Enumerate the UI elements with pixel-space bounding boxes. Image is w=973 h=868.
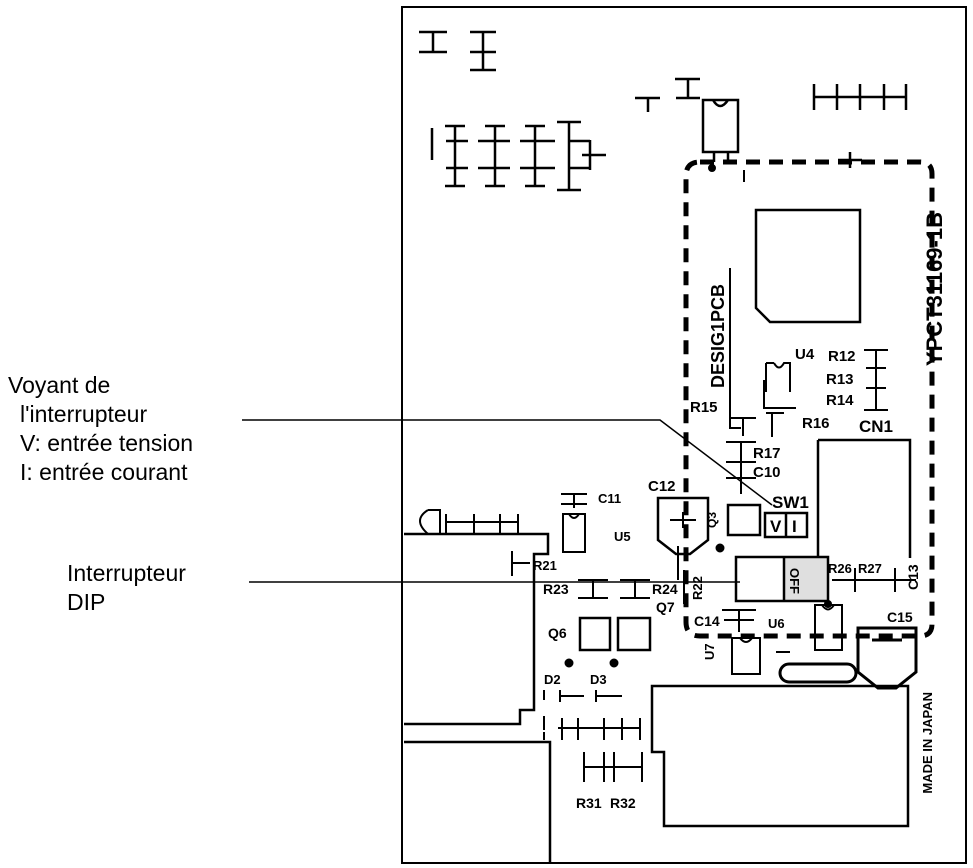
label-c13: C13 — [905, 564, 921, 590]
callout-line-3: V: entrée tension — [20, 430, 194, 456]
label-q7: Q7 — [656, 599, 675, 615]
q6-transistor — [578, 616, 612, 652]
board-outline — [401, 6, 967, 864]
label-u7: U7 — [702, 643, 717, 660]
c12-capacitor — [656, 496, 710, 556]
left-lower-block — [404, 740, 552, 862]
switch-indicator-leader — [242, 419, 773, 506]
made-in-label: MADE IN JAPAN — [920, 692, 935, 794]
label-r13: R13 — [826, 371, 854, 388]
label-u5: U5 — [614, 529, 631, 544]
label-u4: U4 — [795, 346, 815, 363]
label-r17: R17 — [753, 445, 781, 462]
label-r26: R26 — [828, 561, 852, 576]
label-c15: C15 — [887, 609, 913, 625]
label-c14: C14 — [694, 613, 720, 629]
label-r15: R15 — [690, 399, 718, 416]
r23-r24-resistors — [578, 579, 650, 599]
label-c12: C12 — [648, 478, 676, 495]
u4-chip — [765, 362, 791, 392]
label-r16: R16 — [802, 415, 830, 432]
bottom-right-block — [650, 684, 910, 828]
c14-capacitor — [722, 609, 756, 632]
u7-chip — [731, 637, 761, 675]
r15-r16-resistors — [730, 412, 784, 437]
label-q3: Q3 — [705, 512, 719, 528]
crystal-oscillator — [778, 662, 858, 684]
c12-mark — [670, 512, 696, 528]
pin1-dot — [708, 164, 716, 172]
callout-line-4: I: entrée courant — [20, 459, 188, 485]
callout-line-1: Voyant de — [8, 372, 111, 398]
dip-callout-line-1: Interrupteur — [67, 560, 186, 586]
dip-off-label: OFF — [787, 568, 802, 594]
u4-trace — [763, 380, 796, 409]
sw1-i-label: I — [792, 517, 797, 536]
sw1-v-label: V — [770, 517, 782, 536]
dip-switch-callout: Interrupteur DIP — [67, 559, 186, 617]
daughter-pcb-bracket — [729, 268, 741, 429]
r22-trace — [677, 546, 685, 604]
label-r22: R22 — [690, 576, 705, 600]
label-d2: D2 — [544, 672, 561, 687]
left-top-resistors — [445, 514, 519, 534]
label-r12: R12 — [828, 348, 856, 365]
r26-c13-marks — [832, 568, 916, 592]
label-cn1: CN1 — [859, 417, 893, 436]
label-c11: C11 — [598, 491, 621, 506]
top-middle-components — [635, 77, 908, 168]
diode-row — [558, 718, 641, 740]
dip-switch-body — [734, 555, 830, 603]
u5-chip — [562, 513, 586, 553]
label-r14: R14 — [826, 392, 854, 409]
switch-indicator-callout: Voyant de l'interrupteur V: entrée tensi… — [8, 371, 193, 487]
label-d3: D3 — [590, 672, 607, 687]
part-number-label: YPCT31169-1B — [922, 212, 947, 366]
c11-capacitor — [561, 493, 587, 508]
label-u6: U6 — [768, 616, 785, 631]
label-r32: R32 — [610, 795, 636, 811]
r31-r32-resistors — [583, 752, 643, 782]
q7-transistor — [616, 616, 652, 652]
label-r27: R27 — [858, 561, 882, 576]
dip-callout-line-2: DIP — [67, 589, 106, 615]
c15-capacitor — [856, 626, 918, 690]
label-r23: R23 — [543, 581, 569, 597]
label-q6: Q6 — [548, 625, 567, 641]
left-connector-tab — [419, 509, 441, 535]
label-c10: C10 — [753, 464, 781, 481]
d2-d3-diodes — [559, 690, 622, 702]
r12-r14-resistors — [864, 349, 888, 411]
label-r24: R24 — [652, 581, 678, 597]
label-sw1: SW1 — [772, 493, 809, 512]
q3-dot — [715, 543, 725, 553]
cn1-connector — [816, 438, 912, 558]
u6-chip — [814, 604, 843, 651]
main-ic — [754, 208, 862, 324]
daughter-pcb-label: DESIG1PCB — [708, 284, 728, 388]
daughter-board-outline — [683, 159, 935, 639]
q3-transistor — [726, 503, 762, 537]
label-r31: R31 — [576, 795, 602, 811]
r17-c10 — [726, 441, 756, 494]
left-block — [404, 532, 550, 726]
top-left-components — [419, 30, 606, 192]
r21-resistor — [511, 551, 530, 576]
callout-line-2: l'interrupteur — [20, 401, 148, 427]
label-r21: R21 — [533, 558, 557, 573]
